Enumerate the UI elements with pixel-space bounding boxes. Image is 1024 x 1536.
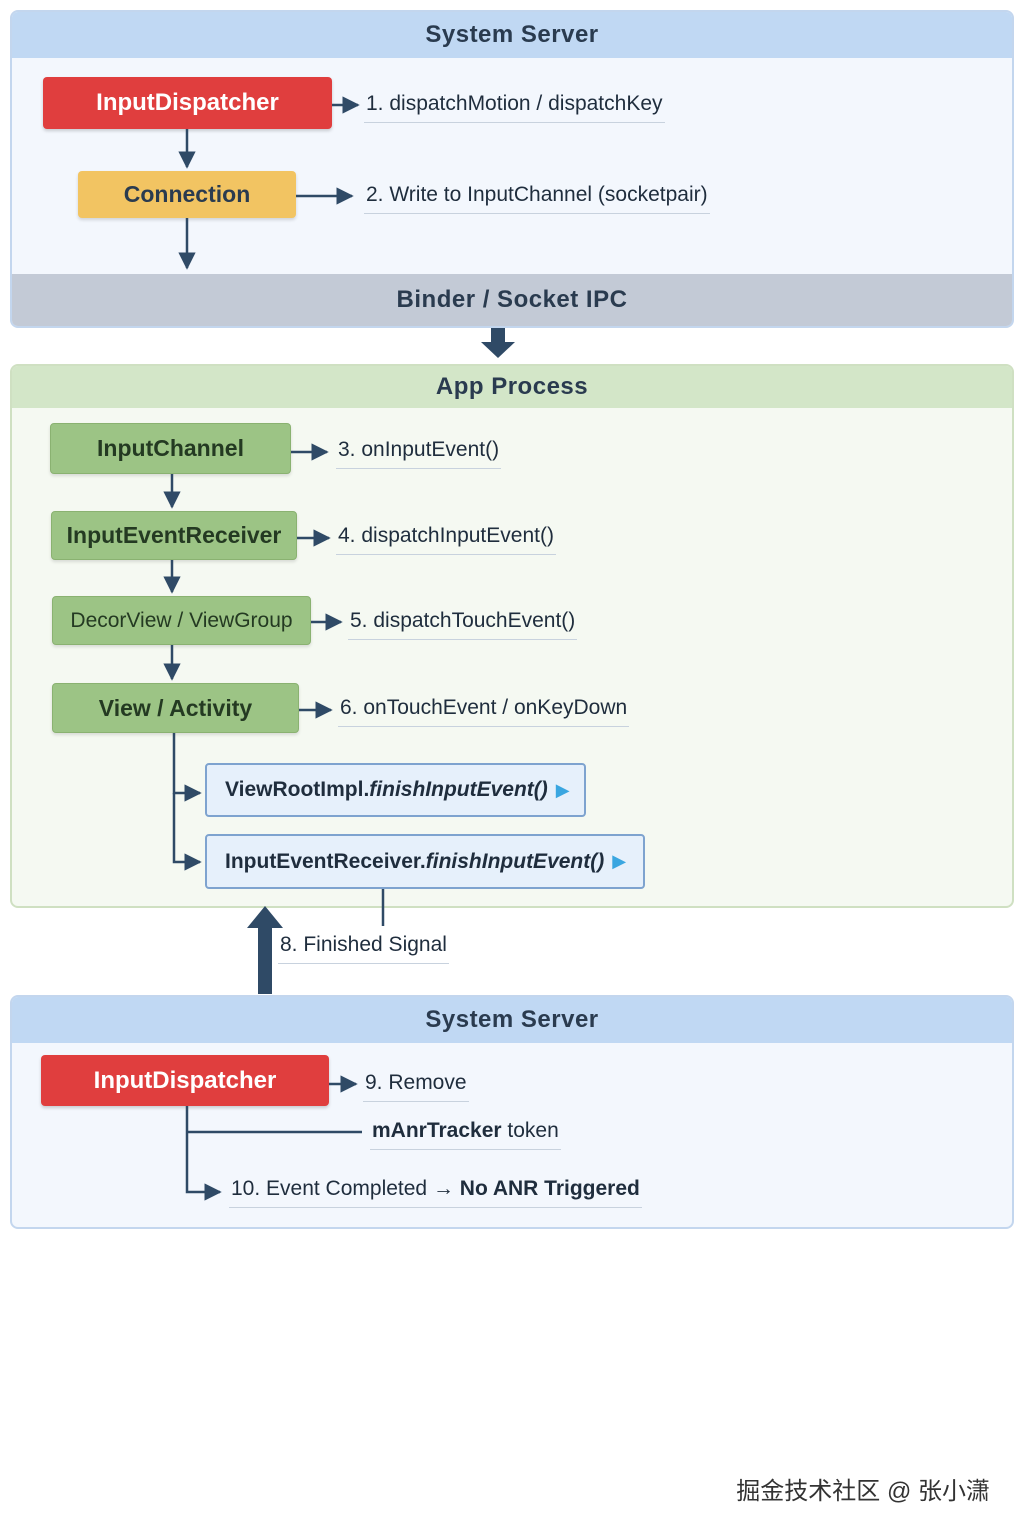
step-4-label: 4. dispatchInputEvent() [336, 524, 556, 555]
anr-tracker-field: mAnrTracker [372, 1119, 502, 1142]
anr-token-text: token [507, 1119, 559, 1142]
step-3-label: 3. onInputEvent() [336, 438, 502, 469]
anr-tracker-label: mAnrTracker token [370, 1119, 561, 1150]
finished-signal-up-arrow-head [247, 906, 283, 928]
ipc-down-arrow-head [481, 342, 515, 358]
viewrootimpl-method-text: finishInputEvent() [369, 778, 548, 801]
finished-signal-label: 8. Finished Signal [278, 933, 449, 964]
inputeventreceiver-finish-box: InputEventReceiver.finishInputEvent() ▶ [205, 834, 645, 889]
app-process-header: App Process [12, 366, 1012, 408]
finished-signal-up-arrow-shaft [258, 926, 272, 994]
viewrootimpl-class-text: ViewRootImpl. [225, 778, 370, 801]
watermark-text: 掘金技术社区 @ 张小潇 [736, 1478, 990, 1505]
step-10-label: 10. Event Completed → No ANR Triggered [229, 1177, 642, 1208]
input-dispatcher-box-bottom: InputDispatcher [41, 1055, 329, 1106]
step-10-prefix: 10. Event Completed → [231, 1177, 454, 1200]
input-channel-box: InputChannel [50, 423, 291, 474]
bottom-system-server-header: System Server [12, 997, 1012, 1043]
viewrootimpl-finish-box: ViewRootImpl.finishInputEvent() ▶ [205, 763, 586, 817]
binder-socket-ipc-bar: Binder / Socket IPC [12, 274, 1012, 326]
ipc-down-arrow-shaft [491, 328, 505, 344]
top-system-server-panel: System Server Binder / Socket IPC [10, 10, 1014, 328]
play-triangle-icon: ▶ [612, 851, 627, 871]
no-anr-triggered-text: No ANR Triggered [459, 1177, 640, 1200]
step-6-label: 6. onTouchEvent / onKeyDown [338, 696, 630, 727]
play-triangle-icon: ▶ [555, 779, 570, 800]
decor-view-box: DecorView / ViewGroup [52, 596, 311, 645]
view-activity-box: View / Activity [52, 683, 299, 733]
step-2-label: 2. Write to InputChannel (socketpair) [364, 183, 710, 214]
top-system-server-header: System Server [12, 12, 1012, 58]
input-dispatcher-box-top: InputDispatcher [43, 77, 332, 129]
inputeventreceiver-method-text: finishInputEvent() [425, 849, 605, 873]
bottom-system-server-panel: System Server [10, 995, 1014, 1229]
connection-box: Connection [78, 171, 296, 218]
step-5-label: 5. dispatchTouchEvent() [348, 609, 578, 640]
input-event-receiver-box: InputEventReceiver [51, 511, 297, 560]
step-1-label: 1. dispatchMotion / dispatchKey [364, 92, 665, 123]
step-9-label: 9. Remove [363, 1071, 469, 1102]
inputeventreceiver-class-text: InputEventReceiver. [225, 849, 426, 873]
